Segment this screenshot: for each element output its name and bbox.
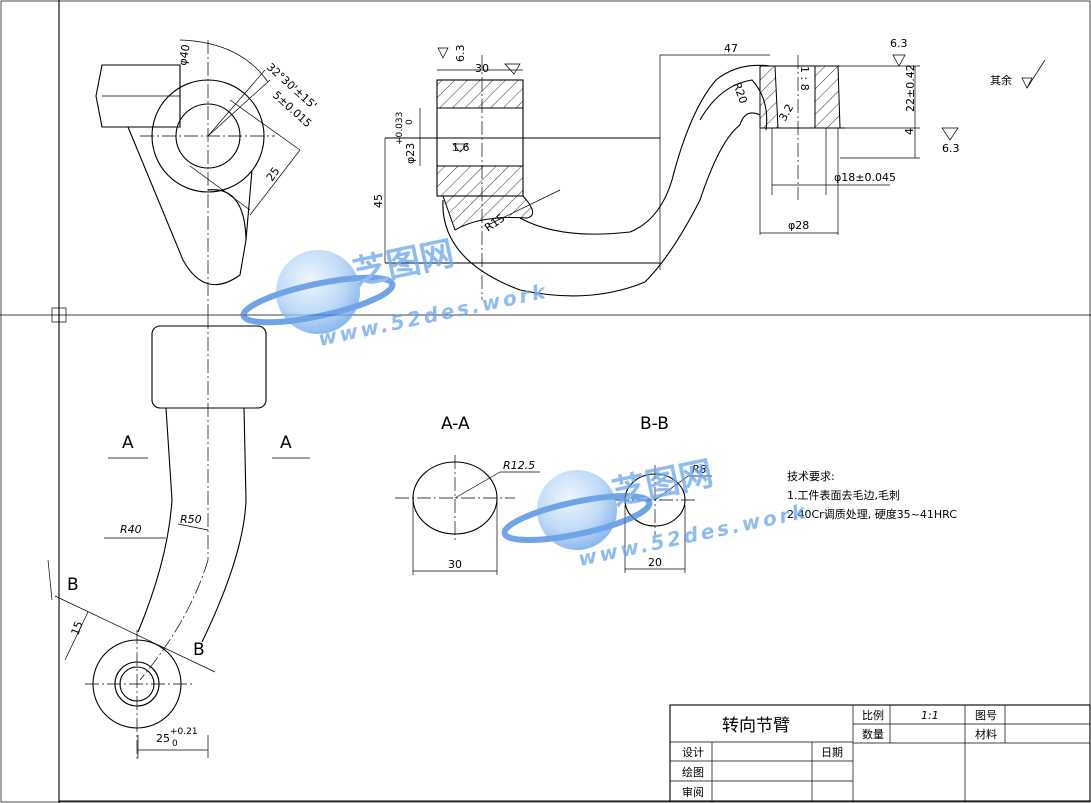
drawn-label: 绘图 (682, 765, 704, 779)
dim-phi18: φ18±0.045 (834, 171, 896, 184)
dim-25-bottom: 25 (156, 732, 170, 745)
dim-r20: R20 (730, 81, 750, 106)
drawing-title: 转向节臂 (722, 716, 790, 736)
dim-r8: R8 (692, 463, 707, 476)
tech-line-2: 2.40Cr调质处理, 硬度35~41HRC (787, 507, 957, 521)
roughness-3-2: 3.2 (776, 102, 796, 124)
dim-15: 15 (69, 619, 86, 637)
dim-phi23-tol-low: 0 (405, 119, 415, 125)
section-aa-title: A-A (441, 414, 470, 434)
dim-h22: 22±0.42 (904, 64, 917, 112)
dim-width-47: 47 (724, 42, 738, 55)
section-bb: B-B R8 20 (615, 414, 712, 573)
watermark-brand-1: 芝图网 (350, 233, 458, 293)
tech-line-1: 1.工件表面去毛边,毛刺 (787, 488, 900, 502)
material-label: 材料 (975, 727, 997, 741)
crosshair-box (51, 307, 67, 323)
dim-h4: 4 (903, 128, 916, 135)
roughness-6-3-a: 6.3 (454, 45, 467, 63)
surface-note: 其余 (990, 73, 1012, 87)
quantity-label: 数量 (862, 728, 884, 741)
dim-width-30-aa: 30 (448, 558, 462, 571)
dim-25-top: 25 (264, 165, 283, 184)
section-aa: A-A R12.5 30 (395, 414, 540, 575)
dim-width-20-bb: 20 (648, 556, 662, 569)
roughness-1-6: 1.6 (452, 141, 470, 154)
dim-25-tol-low: 0 (172, 739, 178, 749)
scale-value: 1:1 (921, 709, 939, 722)
side-view: A A B B R40 R50 15 25 +0.21 0 (47, 315, 310, 760)
dim-phi28: φ28 (788, 219, 809, 232)
section-mark-b-top: B (67, 575, 79, 595)
front-section-view: 30 47 R20 1 : 8 22±0.42 4 φ18±0.045 φ28 … (372, 37, 1046, 300)
dim-25-tol-up: +0.21 (170, 727, 198, 737)
section-mark-a-right: A (280, 433, 292, 453)
section-mark-a-left: A (122, 433, 134, 453)
dim-width-30: 30 (475, 62, 489, 75)
review-label: 审阅 (682, 785, 704, 799)
technical-requirements: 技术要求: 1.工件表面去毛边,毛刺 2.40Cr调质处理, 硬度35~41HR… (787, 470, 957, 521)
title-block: 转向节臂 比例 1:1 图号 数量 材料 设计 日期 绘图 审阅 (669, 704, 1091, 802)
dim-h45: 45 (372, 194, 385, 208)
dim-phi23: φ23 (404, 143, 417, 164)
dim-r40: R40 (120, 523, 142, 536)
roughness-6-3-c: 6.3 (942, 142, 960, 155)
design-label: 设计 (682, 746, 704, 759)
watermark-brand-2: 芝图网 (609, 453, 717, 513)
tech-heading: 技术要求: (787, 470, 835, 483)
dim-phi40: φ40 (176, 43, 192, 66)
section-bb-title: B-B (640, 414, 669, 434)
drawing-no-label: 图号 (975, 709, 997, 722)
roughness-6-3-b: 6.3 (890, 37, 908, 50)
dim-ratio: 1 : 8 (798, 66, 811, 91)
dim-phi23-tol-up: +0.033 (395, 112, 405, 145)
date-label: 日期 (821, 746, 843, 759)
section-mark-b-bottom: B (193, 640, 205, 660)
dim-r50: R50 (180, 513, 202, 526)
scale-label: 比例 (862, 708, 884, 722)
dim-r12-5: R12.5 (503, 459, 535, 472)
watermark-1: 芝图网 www.52des.work (240, 233, 550, 351)
watermark-2: 芝图网 www.52des.work (501, 453, 810, 571)
